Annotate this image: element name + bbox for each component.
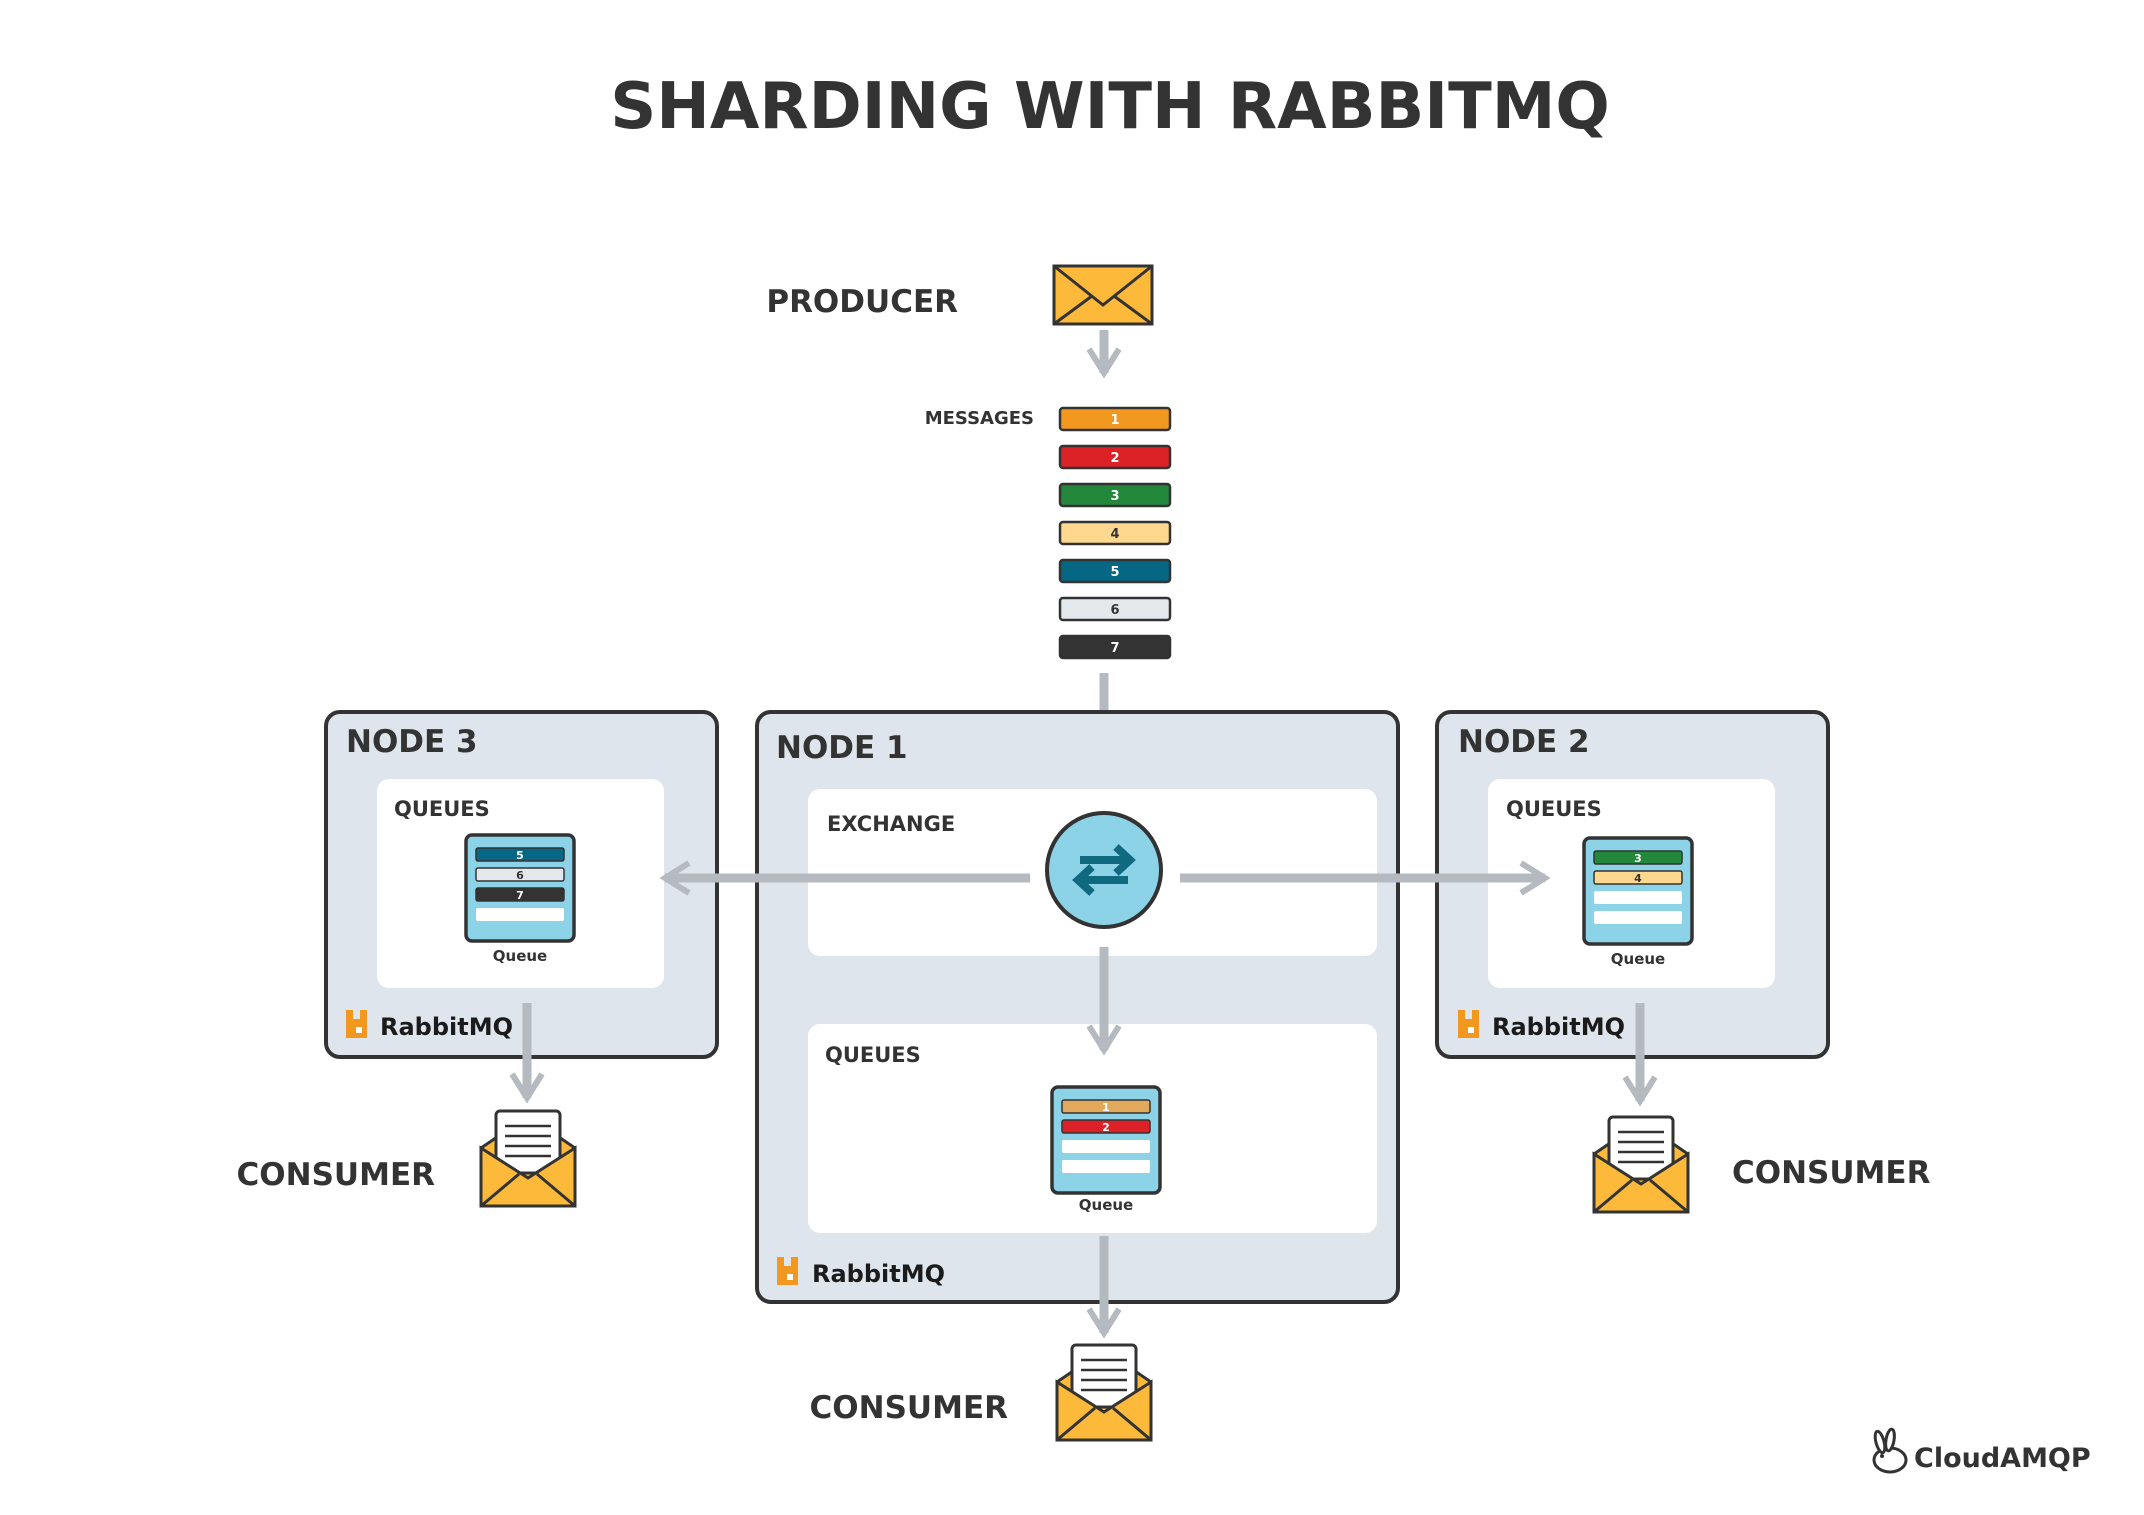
node-1-queues-label: QUEUES bbox=[825, 1043, 921, 1067]
queue-slot bbox=[1594, 891, 1682, 904]
queue-slot: 5 bbox=[475, 847, 565, 862]
queue-slot: 3 bbox=[1593, 850, 1683, 865]
consumer-right-open-envelope-icon bbox=[1592, 1115, 1690, 1214]
queue-slot bbox=[476, 908, 564, 921]
queue-slot: 2 bbox=[1061, 1119, 1151, 1134]
node-3-title: NODE 3 bbox=[346, 724, 478, 760]
node-3-queue-caption: Queue bbox=[493, 947, 547, 965]
consumer-label-right: CONSUMER bbox=[1732, 1155, 1931, 1191]
message-label: 7 bbox=[1110, 641, 1119, 656]
queue-slot-label: 2 bbox=[1102, 1121, 1110, 1134]
node-3-queues-label: QUEUES bbox=[394, 797, 490, 821]
cloudamqp-rabbit-icon bbox=[1872, 1427, 1908, 1474]
node-1-queue-caption: Queue bbox=[1079, 1196, 1133, 1214]
footer-brand: CloudAMQP bbox=[1914, 1443, 2091, 1474]
node-2: NODE 2 QUEUES 34 Queue RabbitMQ bbox=[1435, 710, 1830, 1059]
message-bar: 6 bbox=[1058, 596, 1172, 622]
messages-label: MESSAGES bbox=[925, 408, 1034, 429]
message-bar: 4 bbox=[1058, 520, 1172, 546]
node-1-queue-icon: 12 bbox=[1050, 1085, 1162, 1195]
node-2-queue-icon: 34 bbox=[1582, 836, 1694, 946]
message-label: 2 bbox=[1110, 451, 1119, 466]
queue-slot-label: 4 bbox=[1634, 872, 1642, 885]
message-bar: 1 bbox=[1058, 406, 1172, 432]
node-3-brand: RabbitMQ bbox=[380, 1013, 513, 1041]
queue-slot bbox=[1594, 911, 1682, 924]
node-3-rabbitmq-logo-icon bbox=[346, 1010, 367, 1038]
queue-slot: 6 bbox=[475, 867, 565, 882]
message-bar: 7 bbox=[1058, 634, 1172, 660]
message-label: 4 bbox=[1110, 527, 1119, 542]
message-bar: 5 bbox=[1058, 558, 1172, 584]
node-2-queue-caption: Queue bbox=[1611, 950, 1665, 968]
producer-envelope-icon bbox=[1052, 264, 1154, 326]
consumer-left-open-envelope-icon bbox=[479, 1109, 577, 1208]
node-2-brand: RabbitMQ bbox=[1492, 1013, 1625, 1041]
queue-slot: 7 bbox=[475, 887, 565, 902]
consumer-bottom-open-envelope-icon bbox=[1055, 1343, 1153, 1442]
node-1-title: NODE 1 bbox=[776, 730, 908, 766]
queue-slot-label: 7 bbox=[516, 889, 524, 902]
queue-slot: 4 bbox=[1593, 870, 1683, 885]
node-1-brand: RabbitMQ bbox=[812, 1260, 945, 1288]
consumer-label-bottom: CONSUMER bbox=[810, 1390, 1009, 1426]
producer-label: PRODUCER bbox=[766, 284, 958, 320]
queue-slot bbox=[1062, 1160, 1150, 1173]
message-bar: 2 bbox=[1058, 444, 1172, 470]
node-3-queue-icon: 5 6 7 bbox=[464, 833, 576, 943]
node-2-rabbitmq-logo-icon bbox=[1458, 1010, 1479, 1038]
node-3: NODE 3 QUEUES 5 6 7 Queue RabbitMQ bbox=[324, 710, 719, 1059]
message-label: 3 bbox=[1110, 489, 1119, 504]
message-bar: 3 bbox=[1058, 482, 1172, 508]
exchange-swap-icon bbox=[1045, 811, 1163, 929]
consumer-label-left: CONSUMER bbox=[237, 1157, 436, 1193]
node-2-title: NODE 2 bbox=[1458, 724, 1590, 760]
queue-slot-label: 1 bbox=[1102, 1101, 1110, 1114]
message-label: 5 bbox=[1110, 565, 1119, 580]
queue-slot-label: 6 bbox=[516, 869, 524, 882]
node-1-rabbitmq-logo-icon bbox=[777, 1257, 798, 1285]
diagram-title: SHARDING WITH RABBITMQ bbox=[610, 70, 1610, 144]
exchange-label: EXCHANGE bbox=[827, 812, 955, 836]
node-2-queues-label: QUEUES bbox=[1506, 797, 1602, 821]
message-list: 1 2 3 4 5 6 7 bbox=[1058, 406, 1172, 660]
queue-slot bbox=[1062, 1140, 1150, 1153]
node-1: NODE 1 EXCHANGE QUEUES 12 Queue RabbitMQ bbox=[755, 710, 1400, 1304]
queue-slot-label: 3 bbox=[1634, 852, 1642, 865]
queue-slot-label: 5 bbox=[516, 849, 524, 862]
queue-slot: 1 bbox=[1061, 1099, 1151, 1114]
message-label: 6 bbox=[1110, 603, 1119, 618]
message-label: 1 bbox=[1110, 413, 1119, 428]
